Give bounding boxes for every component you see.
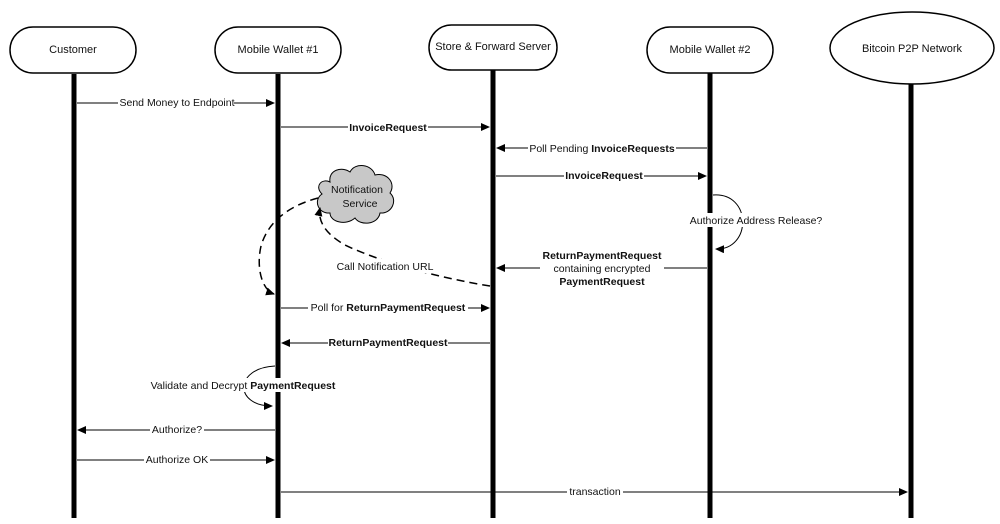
- validate-label-prefix: Validate and Decrypt: [151, 380, 251, 392]
- cloud-label-line1: Notification: [331, 184, 383, 196]
- actor-server: Store & Forward Server: [428, 24, 558, 71]
- call-notification-arrow: [314, 207, 491, 287]
- poll-pending-label-bold: InvoiceRequests: [591, 143, 675, 155]
- actor-customer-label: Customer: [49, 44, 97, 56]
- actor-wallet1: Mobile Wallet #1: [214, 26, 342, 74]
- lifelines: [71, 70, 914, 518]
- poll-pending-label-prefix: Poll Pending: [529, 143, 591, 155]
- poll-for-label-prefix: Poll for: [311, 302, 347, 314]
- send-money-label: Send Money to Endpoint: [120, 97, 235, 109]
- actor-wallet1-label: Mobile Wallet #1: [238, 44, 319, 56]
- notify-wallet1-arrow: [258, 197, 319, 296]
- poll-pending-label: Poll Pending InvoiceRequests: [529, 143, 674, 155]
- actor-wallet2-label: Mobile Wallet #2: [670, 44, 751, 56]
- call-notification-label: Call Notification URL: [337, 261, 434, 273]
- actor-p2p: Bitcoin P2P Network: [829, 11, 995, 85]
- authorize-q-label: Authorize?: [152, 424, 202, 436]
- poll-for-label: Poll for ReturnPaymentRequest: [311, 302, 466, 314]
- actor-customer: Customer: [9, 26, 137, 74]
- authorize-ok-label: Authorize OK: [146, 454, 208, 466]
- actor-wallet2: Mobile Wallet #2: [646, 26, 774, 74]
- transaction-label: transaction: [569, 486, 621, 498]
- return-payment-label-line3: PaymentRequest: [559, 276, 645, 288]
- cloud-label-line2: Service: [342, 198, 377, 210]
- validate-label-bold: PaymentRequest: [250, 380, 336, 392]
- actor-server-label: Store & Forward Server: [435, 41, 551, 53]
- invoice-request-label-2: InvoiceRequest: [565, 170, 643, 182]
- invoice-request-label-1: InvoiceRequest: [349, 122, 427, 134]
- return-payment-label-line1: ReturnPaymentRequest: [542, 250, 662, 262]
- return-payment-label-line2: containing encrypted: [554, 263, 651, 275]
- authorize-release-label: Authorize Address Release?: [690, 215, 823, 227]
- validate-label: Validate and Decrypt PaymentRequest: [151, 380, 336, 392]
- notification-service-cloud: Notification Service: [316, 165, 395, 224]
- poll-for-label-bold: ReturnPaymentRequest: [346, 302, 466, 314]
- return-payment-back-label: ReturnPaymentRequest: [328, 337, 448, 349]
- actor-p2p-label: Bitcoin P2P Network: [862, 43, 963, 55]
